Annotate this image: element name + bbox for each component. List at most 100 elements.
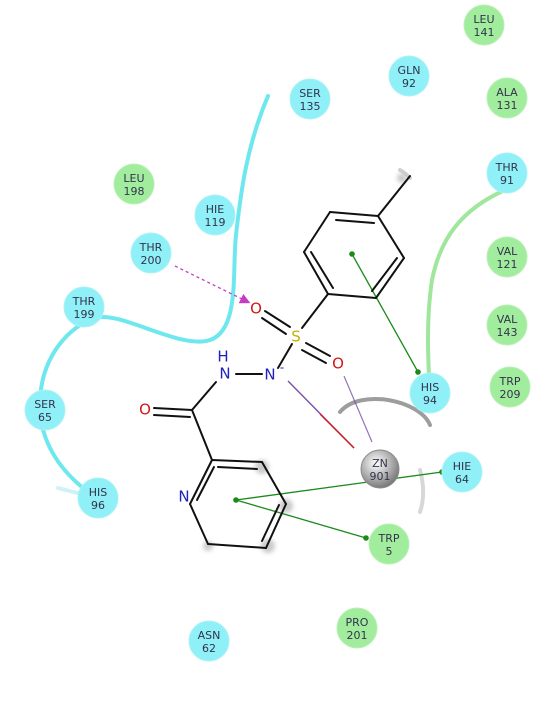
residue-number: 65 bbox=[38, 411, 52, 424]
hbond-thr200-o bbox=[174, 265, 251, 304]
residue-circle bbox=[194, 194, 236, 236]
atom-n-pyridine: N bbox=[178, 488, 189, 506]
residue-number: 198 bbox=[124, 185, 145, 198]
pi-stack-his94 bbox=[351, 253, 419, 373]
residue-number: 91 bbox=[500, 174, 514, 187]
residue-name: HIE bbox=[453, 460, 472, 473]
residue-circle bbox=[486, 152, 528, 194]
residue-number: 119 bbox=[205, 216, 226, 229]
ligand-atoms: O O S H N N - O N bbox=[139, 300, 344, 506]
metal-pocket-arc-lower bbox=[418, 468, 425, 514]
atom-nh-n: N bbox=[219, 365, 230, 383]
atom-nh-h: H bbox=[217, 348, 228, 366]
residue-number: 135 bbox=[300, 100, 321, 113]
residue-number: 901 bbox=[370, 470, 391, 483]
residue-circle bbox=[360, 449, 400, 489]
residue-circle bbox=[188, 620, 230, 662]
metal-coord-n-red bbox=[319, 413, 355, 449]
residue-name: VAL bbox=[497, 313, 518, 326]
residue-number: 209 bbox=[500, 388, 521, 401]
residue-name: PRO bbox=[346, 616, 369, 629]
pocket-backbone-lines bbox=[37, 94, 507, 514]
residue-name: LEU bbox=[123, 172, 144, 185]
atom-n-minus: N bbox=[264, 366, 275, 384]
residue-circle bbox=[441, 451, 483, 493]
residue-number: 62 bbox=[202, 642, 216, 655]
residue-circle bbox=[489, 366, 531, 408]
pi-stack-hie64 bbox=[235, 471, 443, 501]
residue-circle bbox=[486, 77, 528, 119]
pi-stack-trp5 bbox=[235, 499, 367, 539]
residue-circle bbox=[63, 286, 105, 328]
residue-name: ZN bbox=[372, 457, 388, 470]
residue-name: HIS bbox=[421, 381, 440, 394]
residue-circle bbox=[486, 304, 528, 346]
residue-name: ALA bbox=[496, 86, 518, 99]
residue-circle bbox=[463, 4, 505, 46]
residue-name: HIE bbox=[206, 203, 225, 216]
atom-o-sulfonyl-top: O bbox=[250, 300, 262, 318]
residue-number: 92 bbox=[402, 77, 416, 90]
residue-circle bbox=[24, 389, 66, 431]
residue-circle bbox=[409, 372, 451, 414]
atom-sulfur: S bbox=[291, 328, 301, 346]
interactions bbox=[174, 253, 443, 539]
residue-circle bbox=[486, 236, 528, 278]
residue-name: LEU bbox=[473, 13, 494, 26]
residue-name: ASN bbox=[198, 629, 221, 642]
pi-centroid-phenyl bbox=[349, 251, 355, 257]
solvent-exposure-halos bbox=[203, 173, 407, 553]
residue-name: VAL bbox=[497, 245, 518, 258]
atom-charge-minus: - bbox=[280, 361, 284, 375]
residue-number: 64 bbox=[455, 473, 469, 486]
pi-centroid-dots bbox=[233, 251, 445, 541]
residue-number: 94 bbox=[423, 394, 437, 407]
residue-layer: LEU141GLN92ALA131SER135THR91LEU198HIE119… bbox=[24, 4, 531, 662]
residue-circle bbox=[113, 163, 155, 205]
residue-name: GLN bbox=[398, 64, 421, 77]
backbone-ribbon-thr91 bbox=[426, 188, 507, 397]
residue-circle bbox=[130, 232, 172, 274]
residue-number: 96 bbox=[91, 499, 105, 512]
residue-number: 141 bbox=[474, 26, 495, 39]
residue-circle bbox=[388, 55, 430, 97]
pi-centroid-pyridine bbox=[233, 497, 239, 503]
ligand-bonds bbox=[153, 175, 411, 549]
residue-name: SER bbox=[299, 87, 321, 100]
residue-circle bbox=[336, 607, 378, 649]
residue-name: TRP bbox=[378, 532, 400, 545]
residue-name: SER bbox=[34, 398, 56, 411]
pi-end-trp5 bbox=[363, 535, 369, 541]
residue-number: 131 bbox=[497, 99, 518, 112]
atom-o-carbonyl: O bbox=[139, 401, 151, 419]
metal-pocket-arc bbox=[338, 396, 432, 427]
residue-number: 201 bbox=[347, 629, 368, 642]
residue-name: HIS bbox=[89, 486, 108, 499]
residue-name: THR bbox=[72, 295, 96, 308]
residue-number: 143 bbox=[497, 326, 518, 339]
residue-number: 5 bbox=[386, 545, 393, 558]
residue-name: THR bbox=[495, 161, 519, 174]
residue-number: 200 bbox=[141, 254, 162, 267]
atom-o-sulfonyl-right: O bbox=[332, 355, 344, 373]
pi-end-his94 bbox=[415, 369, 421, 375]
